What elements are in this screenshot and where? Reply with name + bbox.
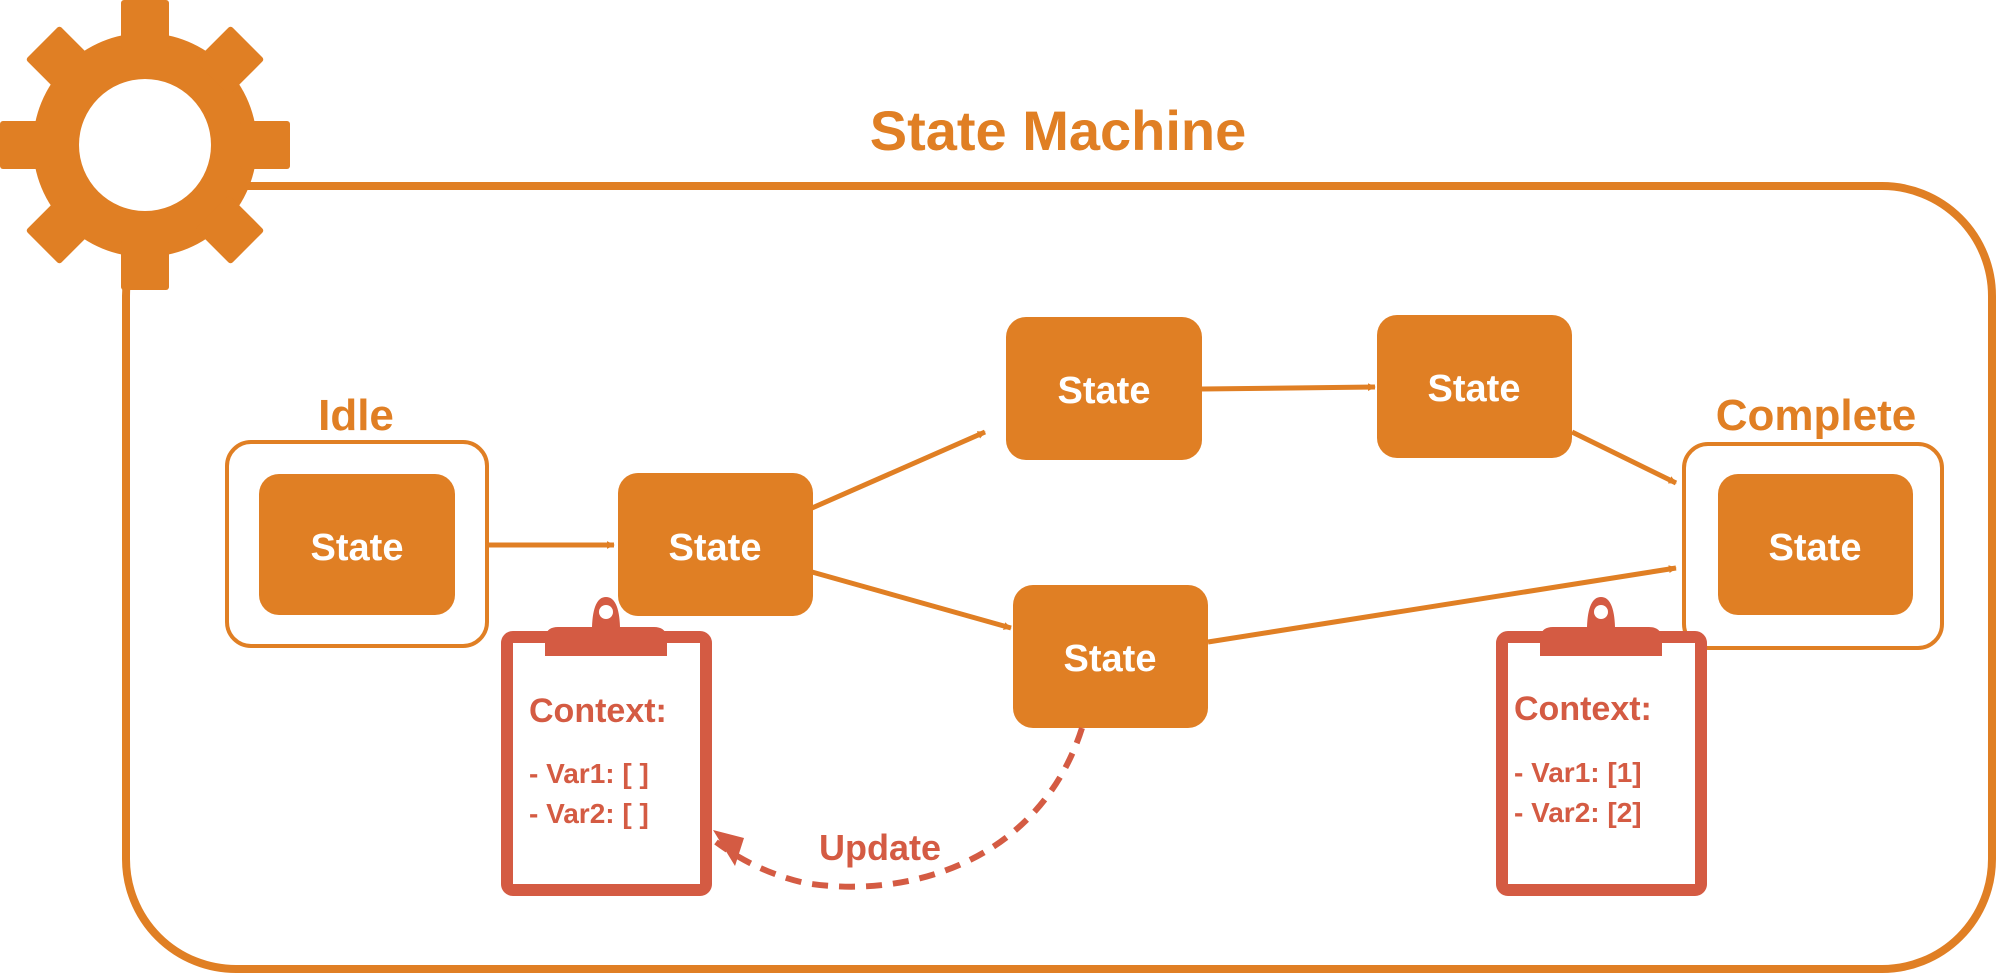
right-context-title: Context: <box>1514 690 1652 728</box>
state-idle-label: State <box>311 527 404 569</box>
state-machine-frame <box>122 182 1996 973</box>
state-complete-label: State <box>1769 527 1862 569</box>
clipboard-icon <box>1496 597 1707 896</box>
transition-upper-right-to-complete <box>1570 429 1678 486</box>
update-arrow <box>714 727 1085 890</box>
transition-lower-to-complete <box>1207 565 1677 645</box>
state-complete: State <box>1718 474 1913 615</box>
state-upper-middle: State <box>1006 317 1202 460</box>
state-second-label: State <box>669 527 762 569</box>
clipboard-icon <box>501 597 712 896</box>
diagram-title: State Machine <box>870 99 1247 162</box>
state-idle: State <box>259 474 455 615</box>
state-lower-middle-label: State <box>1064 638 1157 680</box>
left-context-title: Context: <box>529 692 667 730</box>
complete-group-box <box>1682 442 1944 650</box>
left-context-var2: - Var2: [ ] <box>529 798 649 829</box>
state-upper-right: State <box>1377 315 1572 458</box>
gear-icon <box>0 0 290 290</box>
state-lower-middle: State <box>1013 585 1208 728</box>
update-label: Update <box>819 827 941 868</box>
update-arrowhead <box>713 830 744 866</box>
right-context-var2: - Var2: [2] <box>1514 797 1642 828</box>
transitions <box>487 383 1678 645</box>
transition-upper-to-upper-right <box>1201 383 1376 392</box>
left-context-var1: - Var1: [ ] <box>529 758 649 789</box>
state-upper-right-label: State <box>1428 368 1521 410</box>
state-upper-middle-label: State <box>1058 370 1151 412</box>
state-second: State <box>618 473 813 616</box>
transition-second-to-upper <box>810 429 987 511</box>
right-context-var1: - Var1: [1] <box>1514 757 1642 788</box>
transition-second-to-lower <box>811 569 1012 631</box>
complete-group-label: Complete <box>1716 391 1916 440</box>
idle-group-label: Idle <box>318 391 394 440</box>
